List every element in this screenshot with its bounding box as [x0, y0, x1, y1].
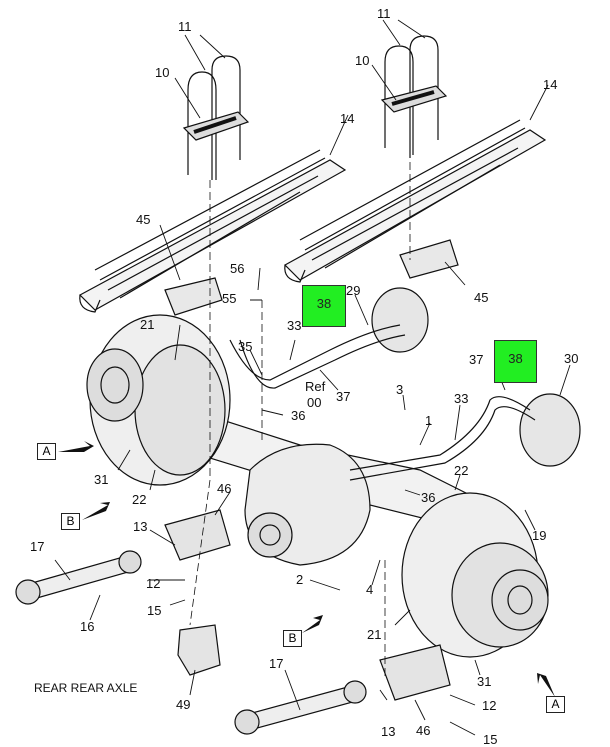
- part-label-17[interactable]: 17: [269, 656, 284, 671]
- brake-chamber-left: [371, 287, 429, 353]
- part-label-45[interactable]: 45: [136, 212, 151, 227]
- part-label-14[interactable]: 14: [340, 111, 355, 126]
- part-label-49[interactable]: 49: [176, 697, 191, 712]
- brake-drum-left: [86, 314, 231, 486]
- bracket-49: [177, 624, 221, 676]
- diagram-caption: REAR REAR AXLE: [34, 681, 138, 695]
- part-label-1[interactable]: 1: [425, 413, 433, 428]
- u-bolt-left: [182, 55, 250, 180]
- part-label-19[interactable]: 19: [532, 528, 547, 543]
- bracket-left: [164, 509, 231, 561]
- air-hoses: [229, 324, 536, 481]
- highlight-38-left[interactable]: 38: [302, 285, 346, 327]
- torque-rod-right: [234, 680, 367, 735]
- leader-lines: [54, 19, 571, 736]
- part-label-13[interactable]: 13: [381, 724, 396, 739]
- part-label-37[interactable]: 37: [469, 352, 484, 367]
- part-label-16[interactable]: 16: [80, 619, 95, 634]
- part-label-13[interactable]: 13: [133, 519, 148, 534]
- part-label-31[interactable]: 31: [477, 674, 492, 689]
- highlight-38-right[interactable]: 38: [494, 340, 537, 383]
- brake-chamber-right: [519, 393, 581, 467]
- part-label-15[interactable]: 15: [483, 732, 498, 747]
- axle-housing: [149, 399, 472, 566]
- part-label-29[interactable]: 29: [346, 283, 361, 298]
- ref-box-b-left: B: [61, 513, 80, 530]
- part-label-4[interactable]: 4: [366, 582, 374, 597]
- ref-box-a-left: A: [37, 443, 56, 460]
- part-label-3[interactable]: 3: [396, 382, 404, 397]
- part-label-10[interactable]: 10: [355, 53, 370, 68]
- part-label-14[interactable]: 14: [543, 77, 558, 92]
- highlight-38-right-text: 38: [508, 351, 523, 366]
- part-label-11[interactable]: 11: [178, 19, 192, 34]
- part-label-56[interactable]: 56: [230, 261, 245, 276]
- part-label-22[interactable]: 22: [132, 492, 147, 507]
- part-label-46[interactable]: 46: [416, 723, 431, 738]
- highlight-38-left-text: 38: [316, 296, 332, 311]
- part-label-46[interactable]: 46: [217, 481, 232, 496]
- part-label-33[interactable]: 33: [454, 391, 469, 406]
- part-label-45[interactable]: 45: [474, 290, 489, 305]
- part-label-17[interactable]: 17: [30, 539, 45, 554]
- leaf-spring-left: [79, 149, 347, 313]
- part-label-33[interactable]: 33: [287, 318, 302, 333]
- part-label-21[interactable]: 21: [367, 627, 382, 642]
- ref-label: Ref: [305, 379, 326, 394]
- part-label-31[interactable]: 31: [94, 472, 109, 487]
- u-bolt-right: [380, 35, 448, 158]
- part-label-36[interactable]: 36: [291, 408, 306, 423]
- part-label-22[interactable]: 22: [454, 463, 469, 478]
- ref-arrows: [58, 441, 555, 697]
- part-label-2[interactable]: 2: [296, 572, 304, 587]
- bracket-right: [379, 644, 451, 701]
- part-label-30[interactable]: 30: [564, 351, 579, 366]
- ref-box-b-bottom: B: [283, 630, 302, 647]
- part-label-12[interactable]: 12: [146, 576, 161, 591]
- part-label-21[interactable]: 21: [140, 317, 155, 332]
- center-lines: [189, 150, 411, 680]
- part-label-35[interactable]: 35: [238, 339, 253, 354]
- brake-drum-right: [401, 492, 549, 658]
- spring-seat-right: [399, 239, 459, 279]
- part-label-15[interactable]: 15: [147, 603, 162, 618]
- part-label-37[interactable]: 37: [336, 389, 351, 404]
- part-label-12[interactable]: 12: [482, 698, 497, 713]
- part-label-10[interactable]: 10: [155, 65, 170, 80]
- torque-rod-left: [15, 550, 142, 605]
- ref-label-number: 00: [307, 395, 322, 410]
- part-label-11[interactable]: 11: [377, 6, 391, 21]
- spring-seat-left: [164, 277, 223, 316]
- part-label-55[interactable]: 55: [222, 291, 237, 306]
- ref-box-a-bottom: A: [546, 696, 565, 713]
- part-label-36[interactable]: 36: [421, 490, 436, 505]
